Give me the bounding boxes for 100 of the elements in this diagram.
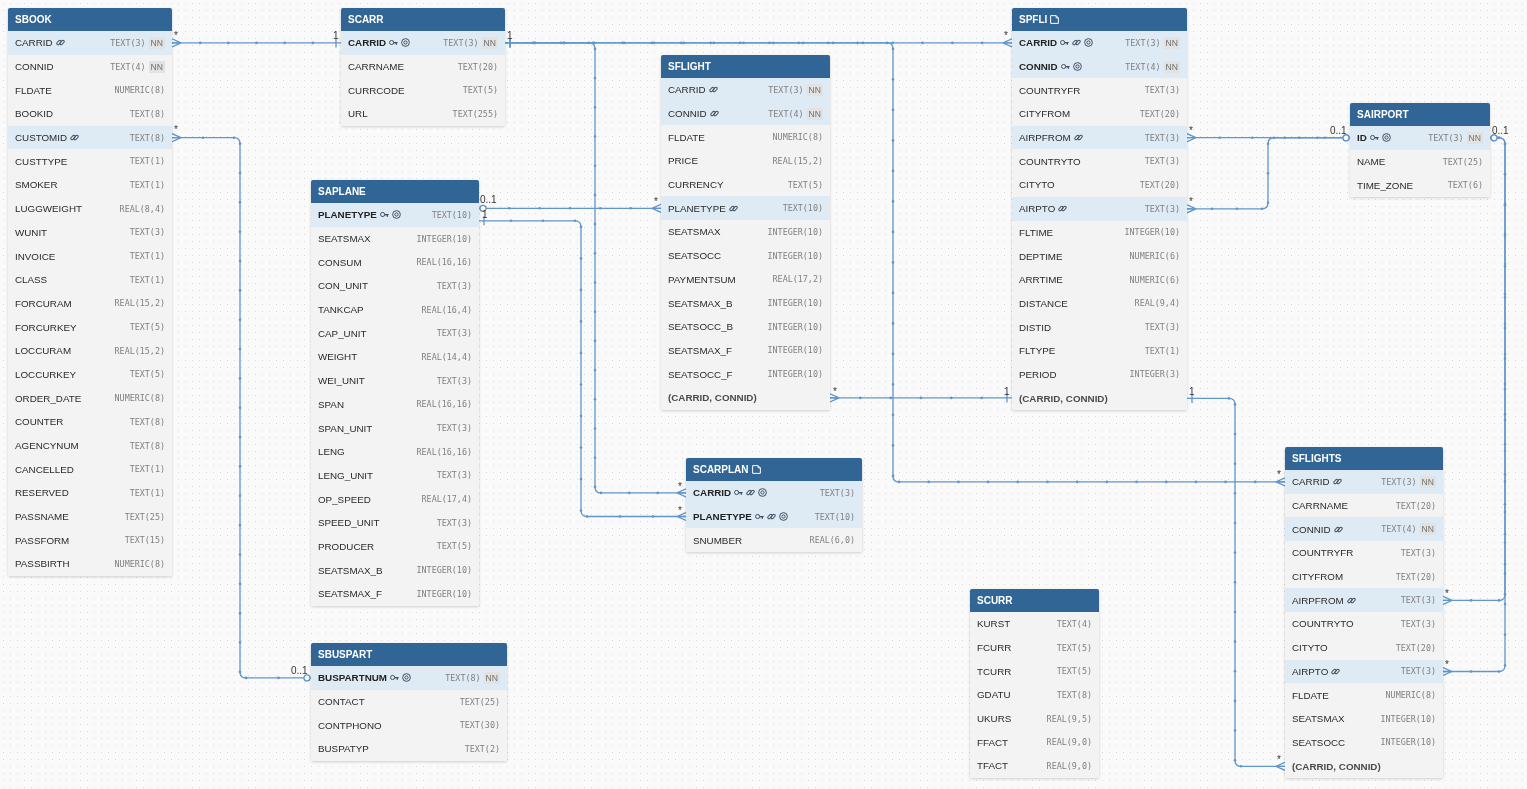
entity-table [970,589,1099,778]
entity-table [8,8,172,576]
table-row [341,102,505,126]
column-type: INTEGER(10) [767,298,823,309]
column-name: CARRID [693,487,732,499]
entity-table [686,458,862,553]
column-type: TEXT(10) [814,511,855,522]
not-null-badge: NN [806,83,823,96]
column-type: INTEGER(10) [416,565,472,576]
entity-table [1012,8,1187,410]
not-null-badge: NN [1163,60,1180,73]
column-type: NUMERIC(8) [114,85,165,96]
column-name: SPAN [318,398,344,410]
column-type: REAL(16,4) [421,304,472,315]
column-name: SNUMBER [693,534,742,546]
column-type: TEXT(25) [459,696,500,707]
column-name: COUNTRYFR [1019,84,1081,96]
column-type: INTEGER(10) [416,588,472,599]
column-type: TEXT(1) [1144,345,1180,356]
column-type: TEXT(30) [459,720,500,731]
column-type: TEXT(3) [1144,132,1180,143]
table-name: SBUSPART [318,649,373,660]
column-name: KURST [977,618,1011,630]
table-row [1012,173,1187,197]
column-name: WEI_UNIT [318,375,365,387]
entity-table [341,8,505,126]
column-name: BOOKID [15,108,54,120]
table-name: SCURR [977,595,1013,606]
column-type: TEXT(3) [1144,85,1180,96]
table-name: SPFLI [1019,14,1048,25]
column-name: CONTPHONO [318,719,382,731]
column-type: REAL(16,16) [416,446,472,457]
column-type: TEXT(10) [782,203,823,214]
column-name: PRODUCER [318,540,375,552]
column-type: INTEGER(10) [1380,713,1436,724]
column-name: FLDATE [1292,689,1329,701]
column-type: TEXT(3) [436,423,472,434]
column-type: NUMERIC(8) [114,558,165,569]
column-name: CARRNAME [348,61,405,73]
relationship-line [478,204,662,213]
column-name: FLDATE [15,84,52,96]
column-type: TEXT(3) [1381,476,1417,487]
table-row [661,196,830,221]
column-name: AIRPFROM [1019,132,1071,144]
not-null-badge: NN [806,107,823,120]
column-type: NUMERIC(6) [1129,274,1180,285]
column-name: LENG [318,446,345,458]
column-type: INTEGER(10) [767,369,823,380]
column-name: SEATSMAX [668,226,721,238]
column-type: INTEGER(10) [767,250,823,261]
cardinality-label: 1 [482,209,488,220]
cardinality-label: 1 [1004,386,1010,397]
column-name: CURRCODE [348,84,405,96]
column-name: DISTID [1019,321,1052,333]
table-name: SBOOK [15,14,52,25]
column-type: TEXT(6) [1447,180,1483,191]
column-name: FCURR [977,642,1012,654]
column-type: TEXT(5) [129,369,165,380]
column-type: TEXT(3) [1144,203,1180,214]
column-name: ORDER_DATE [15,392,82,404]
column-name: CONNID [1292,523,1331,535]
column-type: TEXT(255) [452,108,498,119]
table-name: SCARPLAN [693,464,749,475]
not-null-badge: NN [483,671,500,684]
column-name: PAYMENTSUM [668,273,736,285]
column-type: TEXT(3) [129,227,165,238]
table-row [970,612,1099,636]
cardinality-label: 0..1 [1330,125,1347,136]
column-type: TEXT(8) [129,440,165,451]
column-type: REAL(15,2) [114,345,165,356]
column-type: TEXT(5) [1056,642,1092,653]
column-name: SMOKER [15,179,58,191]
column-name: AIRPTO [1292,665,1329,677]
column-name: FLTIME [1019,226,1054,238]
column-name: ARRTIME [1019,274,1063,286]
column-name: SEATSOCC_B [668,321,734,333]
column-name: PLANETYPE [693,511,752,523]
column-type: TEXT(8) [1056,689,1092,700]
key-columns: (CARRID, CONNID) [1292,760,1381,772]
column-type: TEXT(25) [124,511,165,522]
column-type: TEXT(10) [431,209,472,220]
cardinality-label: 0..1 [480,194,497,205]
column-name: CONSUM [318,256,362,268]
column-name: CITYFROM [1019,108,1071,120]
table-row [1285,493,1443,518]
column-type: TEXT(20) [1395,571,1436,582]
column-name: RESERVED [15,487,69,499]
not-null-badge: NN [481,36,498,49]
column-name: COUNTRYFR [1292,547,1354,559]
table-row [8,31,172,55]
column-type: TEXT(3) [1125,37,1161,48]
not-null-badge: NN [1419,523,1436,536]
table-row [970,754,1099,778]
not-null-badge: NN [148,36,165,49]
column-type: TEXT(5) [436,541,472,552]
column-name: FORCURAM [15,297,72,309]
key-columns: (CARRID, CONNID) [1019,392,1108,404]
column-type: INTEGER(10) [416,233,472,244]
column-name: CUSTOMID [15,132,68,144]
column-name: CURRENCY [668,179,724,191]
